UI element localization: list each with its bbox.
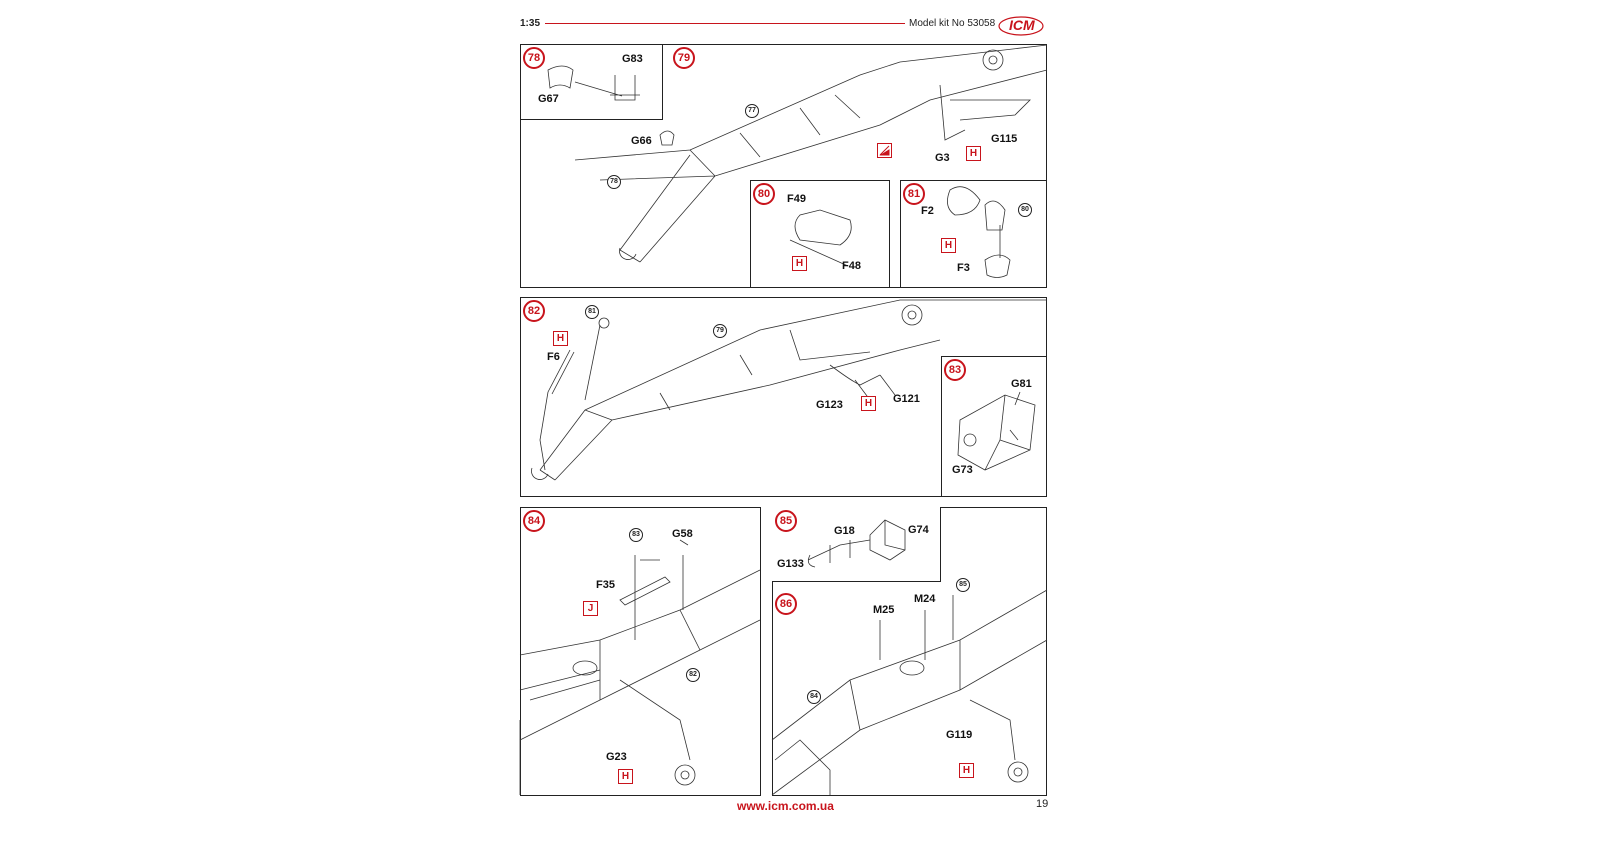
- step-85-panel: [772, 507, 941, 582]
- part-g67: G67: [538, 93, 559, 105]
- part-g83: G83: [622, 53, 643, 65]
- part-g74: G74: [908, 524, 929, 536]
- svg-text:ICM: ICM: [1009, 17, 1035, 33]
- part-g121: G121: [893, 393, 920, 405]
- ref-step-83: 83: [629, 528, 643, 542]
- ref-step-82: 82: [686, 668, 700, 682]
- step-78-panel: [520, 44, 663, 120]
- page-number: 19: [1036, 798, 1049, 810]
- glue-h-label: H: [792, 256, 807, 271]
- part-g115: G115: [991, 133, 1018, 145]
- ref-step-77: 77: [745, 104, 759, 118]
- part-f3: F3: [957, 262, 970, 274]
- part-g23: G23: [606, 751, 627, 763]
- part-g3: G3: [935, 152, 950, 164]
- glue-h-label: H: [941, 238, 956, 253]
- glue-j-label: J: [583, 601, 598, 616]
- part-g73: G73: [952, 464, 973, 476]
- header-rule: [545, 23, 905, 24]
- part-g18: G18: [834, 525, 855, 537]
- part-m25: M25: [873, 604, 895, 616]
- step-83-badge: 83: [944, 359, 966, 381]
- ref-step-85: 85: [956, 578, 970, 592]
- scale-label: 1:35: [520, 18, 541, 29]
- part-g123: G123: [816, 399, 843, 411]
- step-86-badge: 86: [775, 593, 797, 615]
- step-82-badge: 82: [523, 300, 545, 322]
- glue-h-label: H: [618, 769, 633, 784]
- ref-step-81: 81: [585, 305, 599, 319]
- part-g119: G119: [946, 729, 973, 741]
- ref-step-79: 79: [713, 324, 727, 338]
- glue-h-label: H: [959, 763, 974, 778]
- paint-brush-icon: [877, 143, 892, 158]
- step-79-badge: 79: [673, 47, 695, 69]
- step-84-panel: [520, 507, 761, 796]
- part-g133: G133: [777, 558, 804, 570]
- step-80-panel: [750, 180, 890, 288]
- ref-step-80: 80: [1018, 203, 1032, 217]
- part-g81: G81: [1011, 378, 1032, 390]
- step-81-badge: 81: [903, 183, 925, 205]
- step-81-panel: [900, 180, 1047, 288]
- part-f49: F49: [787, 193, 806, 205]
- part-f48: F48: [842, 260, 861, 272]
- step-85-badge: 85: [775, 510, 797, 532]
- part-g58: G58: [672, 528, 693, 540]
- glue-h-label: H: [966, 146, 981, 161]
- website-link[interactable]: www.icm.com.ua: [737, 799, 834, 813]
- glue-h-label: H: [861, 396, 876, 411]
- part-m24: M24: [914, 593, 936, 605]
- part-f6: F6: [547, 351, 560, 363]
- glue-h-label: H: [553, 331, 568, 346]
- ref-step-84: 84: [807, 690, 821, 704]
- part-f2: F2: [921, 205, 934, 217]
- part-g66: G66: [631, 135, 652, 147]
- part-f35: F35: [596, 579, 615, 591]
- kit-number: Model kit No 53058: [909, 18, 996, 29]
- step-80-badge: 80: [753, 183, 775, 205]
- step-78-badge: 78: [523, 47, 545, 69]
- step-84-badge: 84: [523, 510, 545, 532]
- icm-logo: ICM: [997, 14, 1049, 38]
- ref-step-78: 78: [607, 175, 621, 189]
